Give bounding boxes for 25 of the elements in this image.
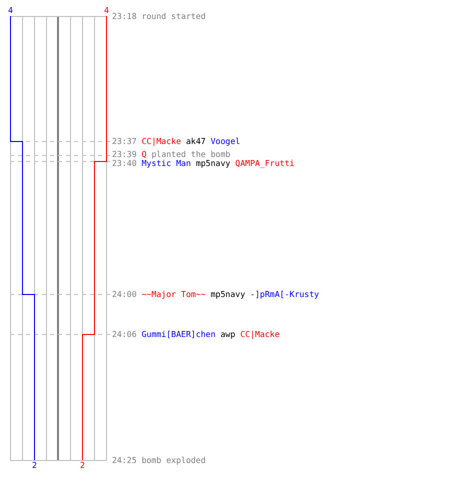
event-text: 23:18 round started xyxy=(112,12,206,20)
player-name: Voogel xyxy=(210,137,240,145)
player-count: 2 xyxy=(31,461,38,470)
time-label: 23:37 xyxy=(112,137,137,145)
player-name: -]pRmA[-Krusty xyxy=(250,290,320,298)
player-name: QAMPA_Frutti xyxy=(235,158,294,166)
player-name: CC|Macke xyxy=(240,330,280,338)
time-label: 23:39 xyxy=(112,150,137,158)
player-count: 4 xyxy=(103,6,110,15)
player-name: Mystic Man xyxy=(142,158,191,166)
weapon-name: ak47 xyxy=(186,137,206,145)
time-label: 24:06 xyxy=(112,330,137,338)
event-text: planted the bomb xyxy=(151,150,230,158)
weapon-name: mp5navy xyxy=(196,158,230,166)
player-name: Q xyxy=(142,150,147,158)
player-count: 4 xyxy=(7,6,14,15)
weapon-name: awp xyxy=(220,330,236,338)
time-label: 24:00 xyxy=(112,290,137,298)
player-count: 2 xyxy=(79,461,86,470)
player-name: ~~Major Tom~~ xyxy=(142,290,206,298)
player-name: CC|Macke xyxy=(142,137,182,145)
time-label: 23:40 xyxy=(112,158,137,166)
player-name: Gummi[BAER]chen xyxy=(142,330,216,338)
weapon-name: mp5navy xyxy=(210,290,246,298)
event-text: 24:25 bomb exploded xyxy=(112,456,206,464)
